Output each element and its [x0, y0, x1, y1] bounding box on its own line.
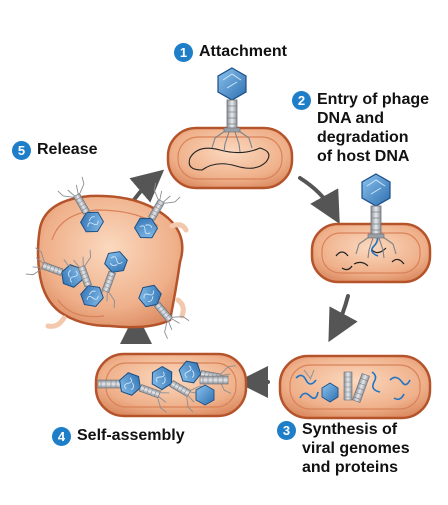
step-label: Entry of phage DNA and degradation of ho… [317, 91, 430, 165]
step-label: Release [37, 141, 98, 158]
cycle-arrow-icon [298, 176, 340, 224]
step-label: Synthesis of viral genomes and proteins [302, 421, 410, 476]
bacterium-cell-icon [278, 354, 432, 420]
bacterium-cell-icon [94, 352, 248, 418]
step-label: Attachment [199, 43, 288, 60]
bacterium-cell-icon [166, 126, 294, 190]
step-number-badge: 2 [292, 91, 311, 110]
step-4-self-assembly: 4 Self-assembly [52, 426, 185, 446]
cycle-arrow-icon [328, 294, 358, 343]
step-5-release: 5 Release [12, 140, 98, 160]
step-number-badge: 3 [277, 421, 296, 440]
step-3-synthesis: 3 Synthesis of viral genomes and protein… [277, 420, 410, 477]
step-2-entry: 2 Entry of phage DNA and degradation of … [292, 90, 429, 166]
step-number-badge: 4 [52, 427, 71, 446]
step-label: Self-assembly [77, 427, 185, 444]
step-1-attachment: 1 Attachment [174, 42, 287, 62]
step-number-badge: 5 [12, 141, 31, 160]
step-number-badge: 1 [174, 43, 193, 62]
